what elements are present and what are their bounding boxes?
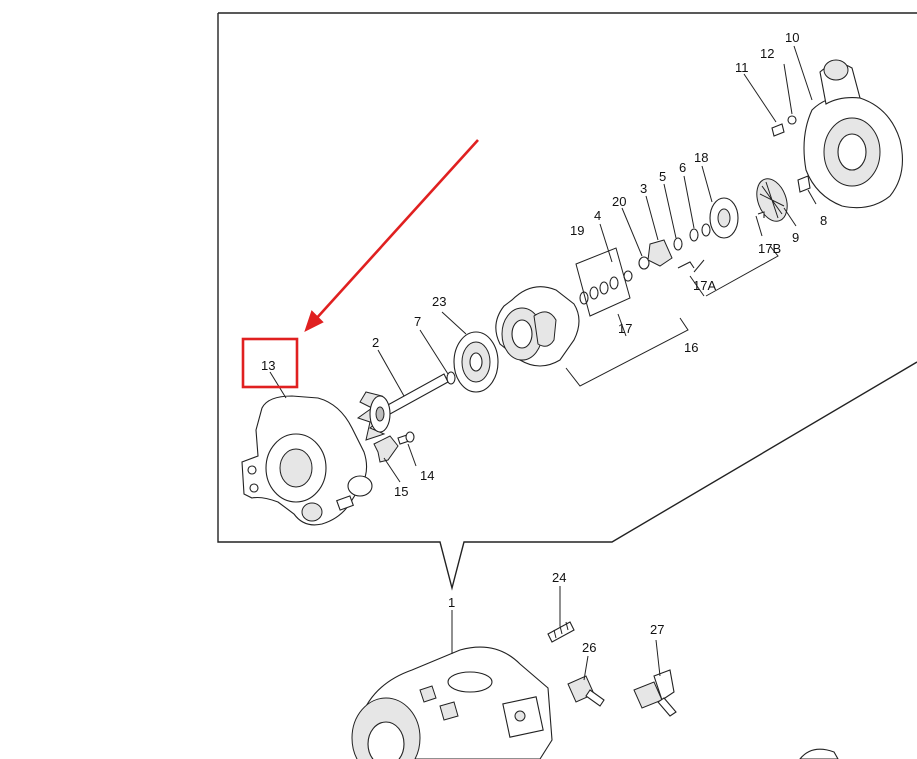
compressor-wheel — [756, 175, 811, 222]
seal-ring — [446, 371, 456, 385]
label-15: 15 — [394, 484, 408, 499]
label-14: 14 — [420, 468, 434, 483]
highlight-arrow — [304, 139, 479, 332]
stud-and-fittings — [547, 621, 677, 717]
turbo-assembly — [351, 646, 839, 759]
bearing-small-parts — [579, 223, 711, 305]
label-7: 7 — [414, 314, 421, 329]
label-10: 10 — [785, 30, 799, 45]
label-2: 2 — [372, 335, 379, 350]
label-4: 4 — [594, 208, 601, 223]
label-19: 19 — [570, 223, 584, 238]
label-1: 1 — [448, 595, 455, 610]
bracket-and-bolt — [373, 431, 415, 463]
label-26: 26 — [582, 640, 596, 655]
turbine-housing — [241, 395, 373, 526]
label-18: 18 — [694, 150, 708, 165]
seal-plate — [709, 197, 739, 239]
label-16: 16 — [684, 340, 698, 355]
label-8: 8 — [820, 213, 827, 228]
back-plate — [453, 331, 499, 393]
label-12: 12 — [760, 46, 774, 61]
compressor-housing — [771, 59, 903, 209]
label-13: 13 — [261, 358, 275, 373]
leader-lines — [269, 45, 817, 681]
label-3: 3 — [640, 181, 647, 196]
label-17a: 17A — [693, 278, 716, 293]
turbine-wheel-shaft — [356, 373, 449, 441]
label-24: 24 — [552, 570, 566, 585]
label-27: 27 — [650, 622, 664, 637]
label-17: 17 — [618, 321, 632, 336]
highlight-box — [241, 337, 299, 389]
label-5: 5 — [659, 169, 666, 184]
label-6: 6 — [679, 160, 686, 175]
label-11: 11 — [735, 60, 749, 75]
bearing-housing — [495, 286, 580, 367]
label-9: 9 — [792, 230, 799, 245]
label-20: 20 — [612, 194, 626, 209]
label-23: 23 — [432, 294, 446, 309]
part-labels: 13 2 7 23 19 4 20 3 5 6 18 11 12 10 8 9 … — [261, 30, 827, 655]
label-17b: 17B — [758, 241, 781, 256]
callout-frame — [217, 12, 917, 591]
